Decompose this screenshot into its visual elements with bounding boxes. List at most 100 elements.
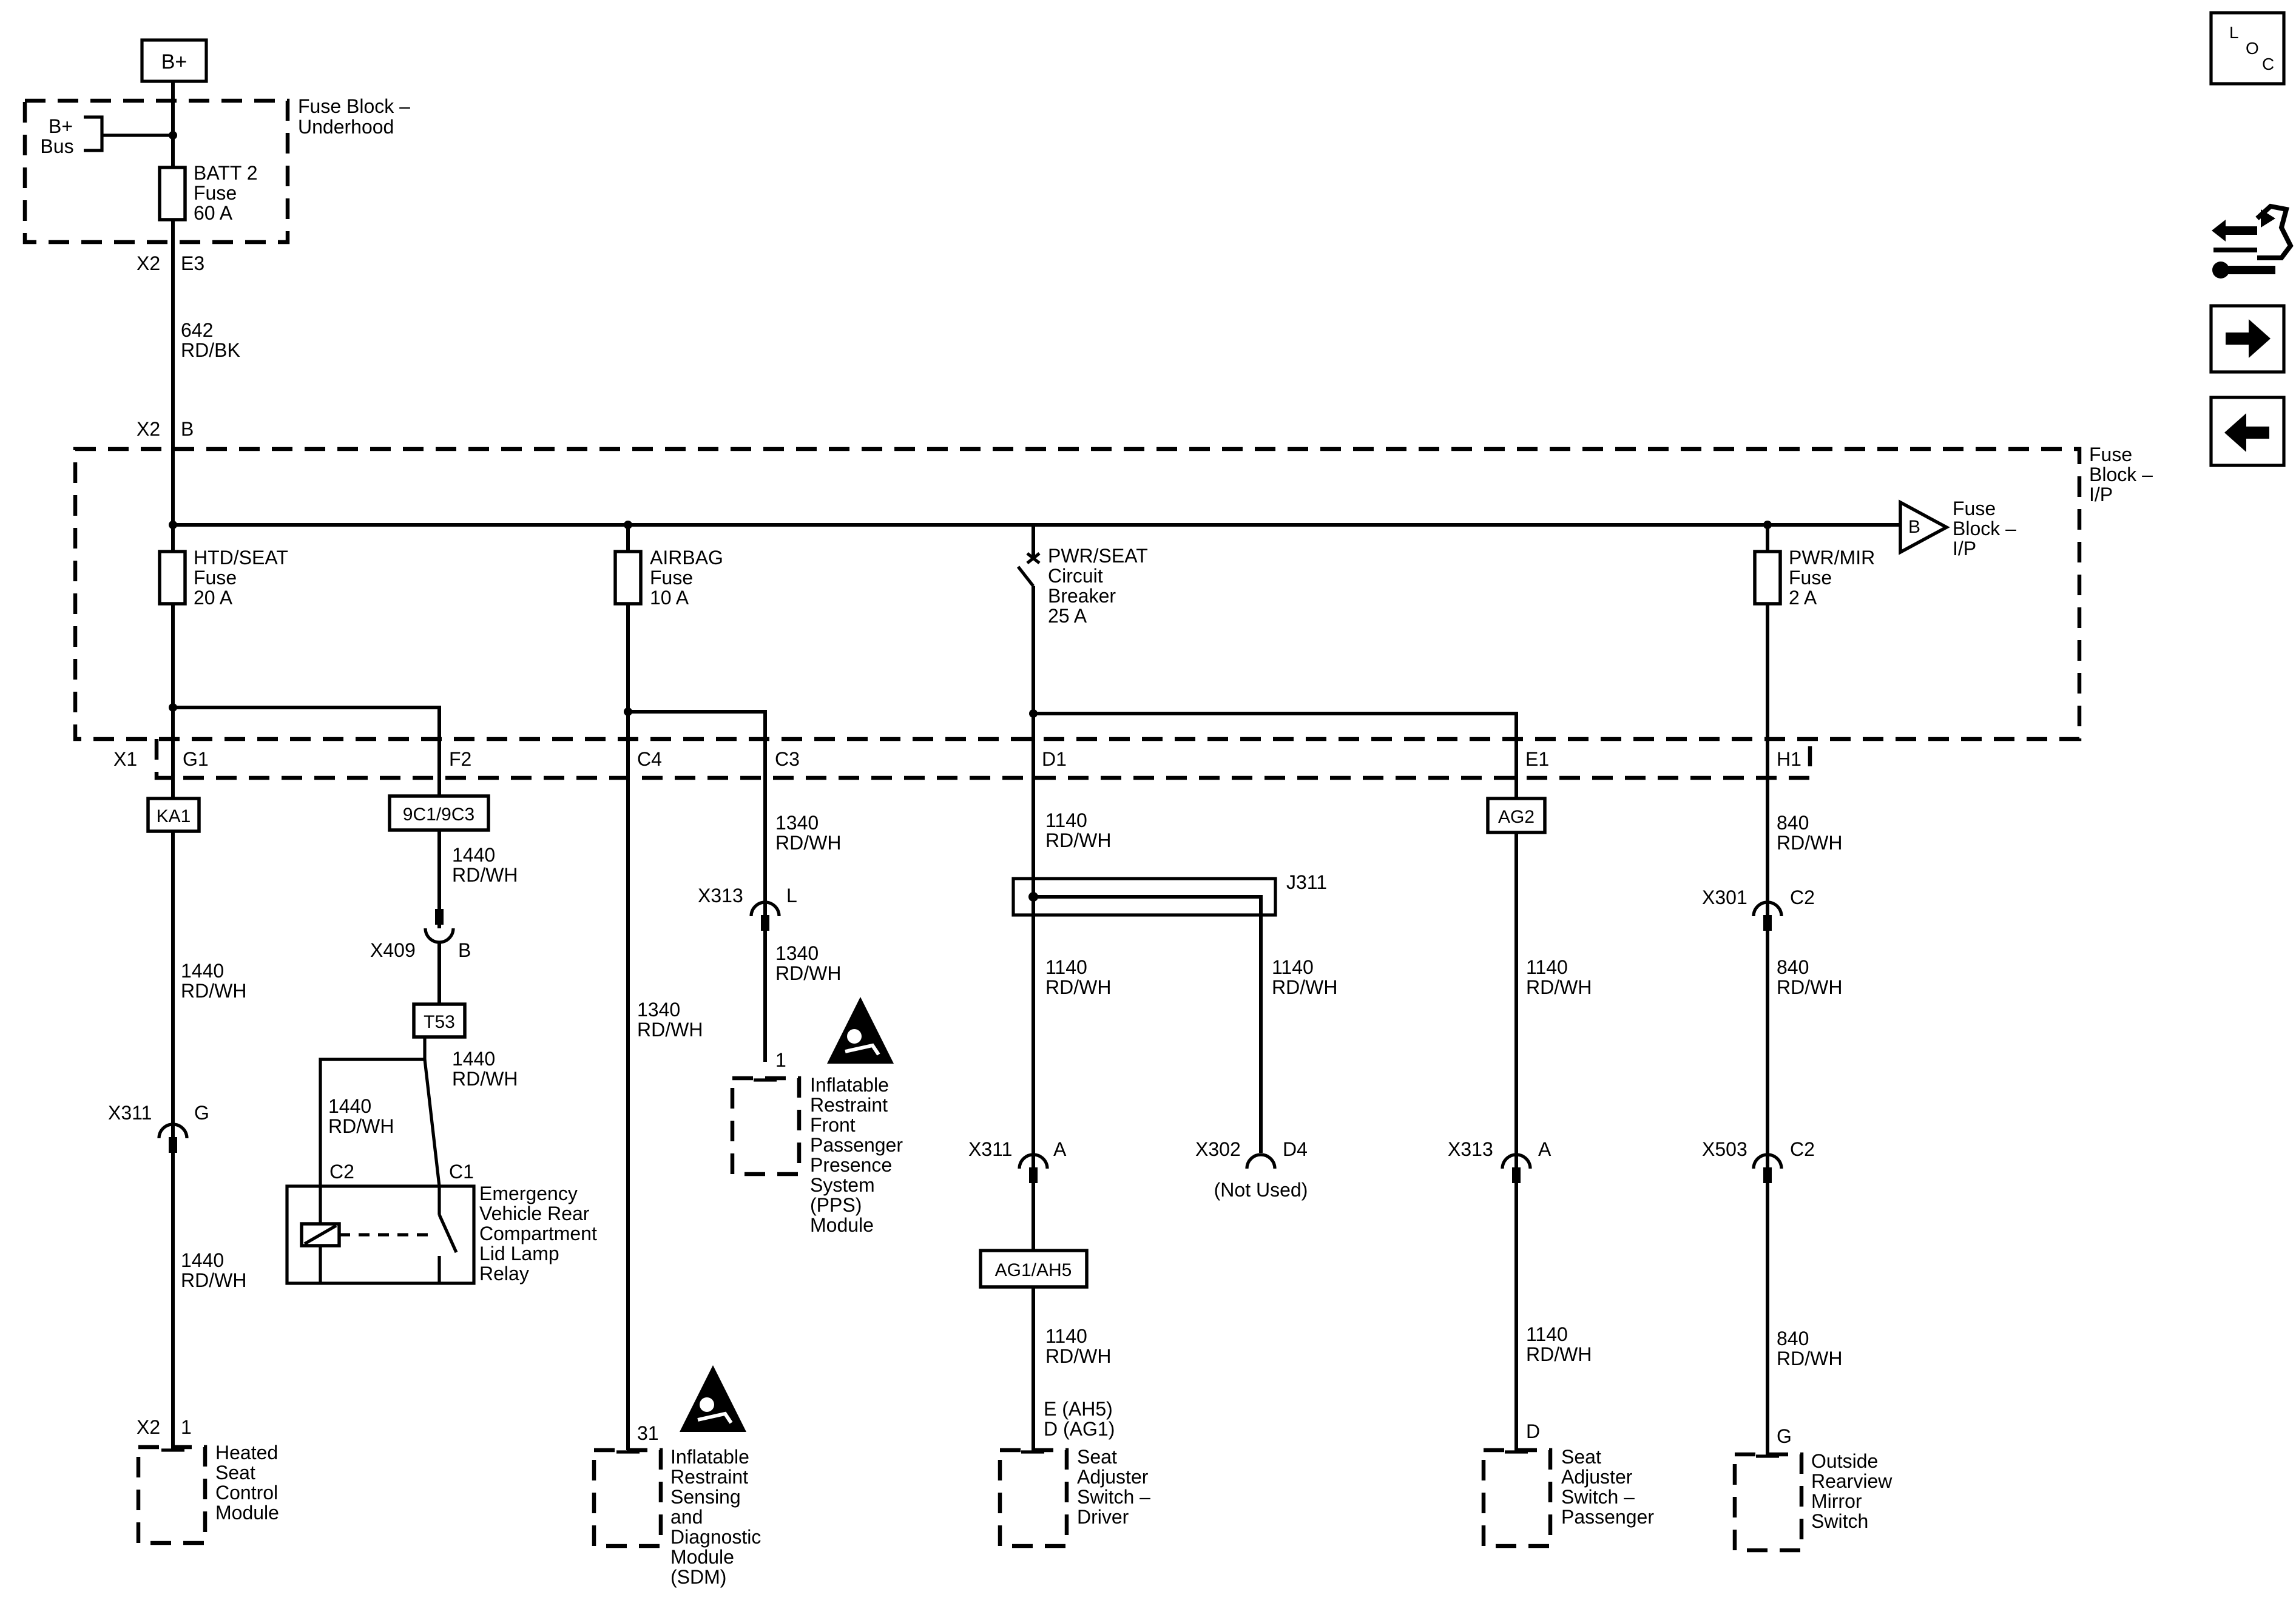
svg-text:Driver: Driver: [1077, 1506, 1129, 1528]
svg-text:B+: B+: [161, 50, 187, 73]
svg-text:D: D: [1526, 1420, 1540, 1442]
svg-text:B: B: [458, 939, 471, 961]
fuse-block-underhood-label: Fuse Block – Underhood: [298, 95, 410, 138]
svg-text:20 A: 20 A: [194, 587, 233, 609]
svg-text:Fuse: Fuse: [2089, 444, 2132, 465]
wire-number: 1340: [637, 999, 680, 1021]
svg-text:and: and: [670, 1506, 703, 1528]
wire-number: 1440: [452, 844, 495, 866]
svg-text:Seat: Seat: [1077, 1446, 1117, 1468]
svg-text:Circuit: Circuit: [1048, 565, 1103, 587]
svg-text:Fuse: Fuse: [650, 567, 693, 589]
svg-text:I/P: I/P: [2089, 484, 2113, 505]
wire-number: 840: [1777, 1328, 1809, 1349]
svg-text:31: 31: [637, 1422, 659, 1444]
svg-text:Inflatable: Inflatable: [670, 1446, 749, 1468]
connector-x313-l: X313 L: [698, 885, 797, 931]
splice-dot: [1029, 709, 1038, 718]
svg-text:C: C: [2262, 55, 2274, 73]
svg-text:RD/WH: RD/WH: [328, 1115, 394, 1137]
wire-color: RD/WH: [1777, 1348, 1842, 1369]
location-button[interactable]: L O C: [2209, 11, 2286, 86]
ref-triangle-fuse-block: B Fuse Block – I/P: [1899, 498, 2016, 559]
svg-text:Block –: Block –: [1953, 518, 2016, 539]
svg-text:Bus: Bus: [40, 135, 73, 157]
wire-number: 1140: [1045, 1325, 1087, 1347]
splice-pack-ag2: AG2: [1486, 797, 1547, 834]
arrow-right-icon[interactable]: [2209, 304, 2286, 374]
svg-text:I/P: I/P: [1953, 538, 1976, 559]
svg-text:C2: C2: [1790, 1138, 1815, 1160]
svg-text:B: B: [1908, 517, 1920, 537]
wire-number: 1340: [775, 812, 819, 834]
terminal-g1: G1: [183, 748, 209, 770]
connector-x311-a: X311 A: [968, 1138, 1067, 1183]
wire-number: 1140: [1526, 1323, 1568, 1345]
wire-color: RD/WH: [181, 980, 246, 1002]
svg-text:D (AG1): D (AG1): [1044, 1418, 1115, 1440]
svg-text:1: 1: [775, 1049, 786, 1071]
svg-text:Switch –: Switch –: [1077, 1486, 1150, 1508]
terminal-e1: E1: [1525, 748, 1549, 770]
seat-adjuster-switch-passenger: D Seat Adjuster Switch – Passenger: [1481, 1420, 1654, 1548]
svg-text:G: G: [194, 1102, 209, 1124]
splice-pack-t53: T53: [412, 1002, 467, 1039]
svg-text:Control: Control: [215, 1482, 278, 1504]
wire-color: RD/WH: [1777, 976, 1842, 998]
wire-number: 1140: [1045, 956, 1087, 978]
svg-text:Passenger: Passenger: [1561, 1506, 1654, 1528]
svg-text:Vehicle Rear: Vehicle Rear: [479, 1203, 590, 1224]
wire-color: RD/WH: [452, 1068, 518, 1090]
svg-text:Compartment: Compartment: [479, 1223, 597, 1244]
svg-text:Passenger: Passenger: [810, 1134, 903, 1156]
svg-text:PWR/SEAT: PWR/SEAT: [1048, 545, 1148, 567]
svg-text:1: 1: [181, 1416, 192, 1438]
svg-text:D4: D4: [1283, 1138, 1308, 1160]
svg-text:(SDM): (SDM): [670, 1566, 726, 1588]
svg-text:AG1/AH5: AG1/AH5: [995, 1260, 1072, 1280]
connector-x301: X301 C2: [1702, 886, 1815, 931]
wire-number: 1340: [775, 942, 819, 964]
wire-color: RD/WH: [1777, 832, 1842, 854]
wire-color: RD/WH: [452, 864, 518, 886]
svg-text:BATT 2: BATT 2: [194, 162, 258, 184]
svg-text:X503: X503: [1702, 1138, 1747, 1160]
svg-text:Adjuster: Adjuster: [1077, 1466, 1149, 1488]
svg-text:B+: B+: [49, 115, 73, 137]
svg-text:O: O: [2246, 39, 2259, 58]
svg-text:E (AH5): E (AH5): [1044, 1398, 1113, 1420]
svg-text:Relay: Relay: [479, 1263, 529, 1284]
svg-text:Front: Front: [810, 1114, 856, 1136]
svg-text:Presence: Presence: [810, 1154, 892, 1176]
svg-text:X311: X311: [108, 1102, 152, 1124]
wire-number: 1440: [452, 1048, 495, 1070]
svg-text:Fuse Block –: Fuse Block –: [298, 95, 410, 117]
svg-text:T53: T53: [424, 1012, 455, 1032]
pin-b: B: [181, 418, 194, 440]
fuse-pwr-mir: PWR/MIR Fuse 2 A: [1753, 547, 1875, 609]
terminal-f2: F2: [449, 748, 471, 770]
svg-text:A: A: [1538, 1138, 1551, 1160]
b-plus-bus: B+ Bus: [40, 115, 173, 157]
arrow-left-icon[interactable]: [2209, 396, 2286, 467]
wire-number: 1440: [181, 1249, 224, 1271]
svg-text:X409: X409: [370, 939, 416, 961]
svg-text:Module: Module: [810, 1214, 874, 1236]
svg-text:X301: X301: [1702, 886, 1747, 908]
branch-airbag: [628, 710, 767, 1062]
b-plus-terminal: B+: [140, 38, 208, 83]
svg-text:Seat: Seat: [215, 1462, 255, 1484]
wire-number: 840: [1777, 812, 1809, 834]
svg-text:X302: X302: [1195, 1138, 1241, 1160]
circuit-breaker-pwr-seat: PWR/SEAT Circuit Breaker 25 A: [1016, 525, 1148, 734]
wire-number: 840: [1777, 956, 1809, 978]
svg-text:C1: C1: [449, 1161, 474, 1183]
pinout-wrench-icon[interactable]: [2212, 203, 2294, 279]
fuse-airbag: AIRBAG Fuse 10 A: [613, 547, 723, 609]
svg-text:Mirror: Mirror: [1811, 1490, 1862, 1512]
svg-text:10 A: 10 A: [650, 587, 689, 609]
splice-dot: [169, 521, 177, 529]
outside-rearview-mirror-switch: G Outside Rearview Mirror Switch: [1732, 1425, 1893, 1553]
splice-j311: J311: [1011, 871, 1327, 1153]
